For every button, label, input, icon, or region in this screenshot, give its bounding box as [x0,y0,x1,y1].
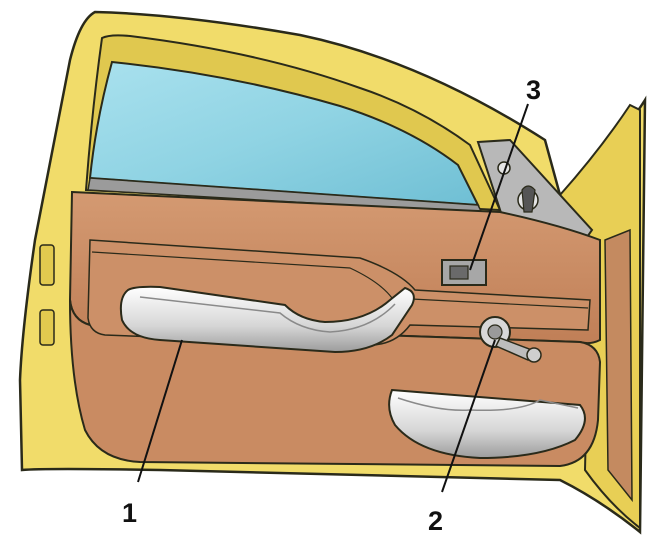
leader-line-2 [441,339,496,493]
leader-line-1 [137,339,183,483]
window-glass [88,60,480,207]
window-winder-handle [479,316,542,363]
door-pocket-handle [388,388,586,460]
hinge-upper [39,244,55,286]
callout-3: 3 [526,75,541,105]
hinge-lower [39,309,55,346]
leader-line-3 [469,103,529,271]
callout-2: 2 [428,506,443,536]
callout-1: 1 [122,498,137,528]
